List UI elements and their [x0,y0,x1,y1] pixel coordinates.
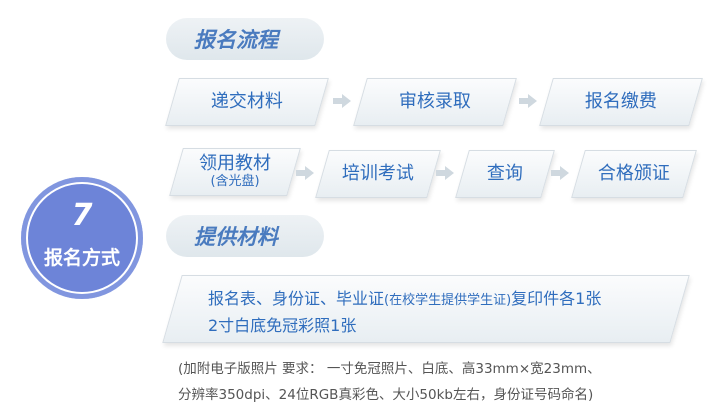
step-certificate: 合格颁证 [571,150,697,198]
arrow-right-icon [551,166,569,180]
arrow-right-icon [519,94,537,108]
materials-line-2: 2寸白底免冠彩照1张 [208,316,357,335]
step-label: 报名缴费 [585,90,657,112]
materials-line-1: 报名表、身份证、毕业证(在校学生提供学生证)复印件各1张 [208,289,602,308]
step-label-main: 领用教材 [199,153,271,175]
section-title: 报名方式 [43,246,120,269]
arrow-right-icon [333,94,351,108]
arrow-right-icon [436,166,454,180]
process-heading: 报名流程 [166,18,324,60]
materials-heading: 提供材料 [166,215,324,257]
photo-requirements-note: (加附电子版照片 要求： 一寸免冠照片、白底、高33mm×宽23mm、 分辨率3… [178,356,718,408]
step-label: 审核录取 [399,90,471,112]
section-number: 7 [71,197,93,233]
step-query: 查询 [455,150,555,198]
step-register-pay: 报名缴费 [539,78,703,126]
step-label: 培训考试 [342,162,414,184]
step-label: 合格颁证 [598,162,670,184]
materials-text: 报名表、身份证、毕业证(在校学生提供学生证)复印件各1张 2寸白底免冠彩照1张 [208,286,678,338]
step-review-admission: 审核录取 [353,78,517,126]
step-label: 递交材料 [211,90,283,112]
note-line-1: (加附电子版照片 要求： 一寸免冠照片、白底、高33mm×宽23mm、 [178,361,601,377]
step-label: 查询 [487,162,523,184]
section-badge: 7 报名方式 [21,177,143,299]
step-label-sub: (含光盘) [210,173,260,189]
step-label: 领用教材 (含光盘) [199,153,271,190]
step-training-exam: 培训考试 [315,150,441,198]
step-submit-materials: 递交材料 [165,78,329,126]
materials-student-note: (在校学生提供学生证) [384,293,512,308]
arrow-right-icon [296,166,314,180]
note-line-2: 分辨率350dpi、24位RGB真彩色、大小50kb左右，身份证号码命名) [178,387,594,403]
step-get-textbooks: 领用教材 (含光盘) [169,148,301,196]
